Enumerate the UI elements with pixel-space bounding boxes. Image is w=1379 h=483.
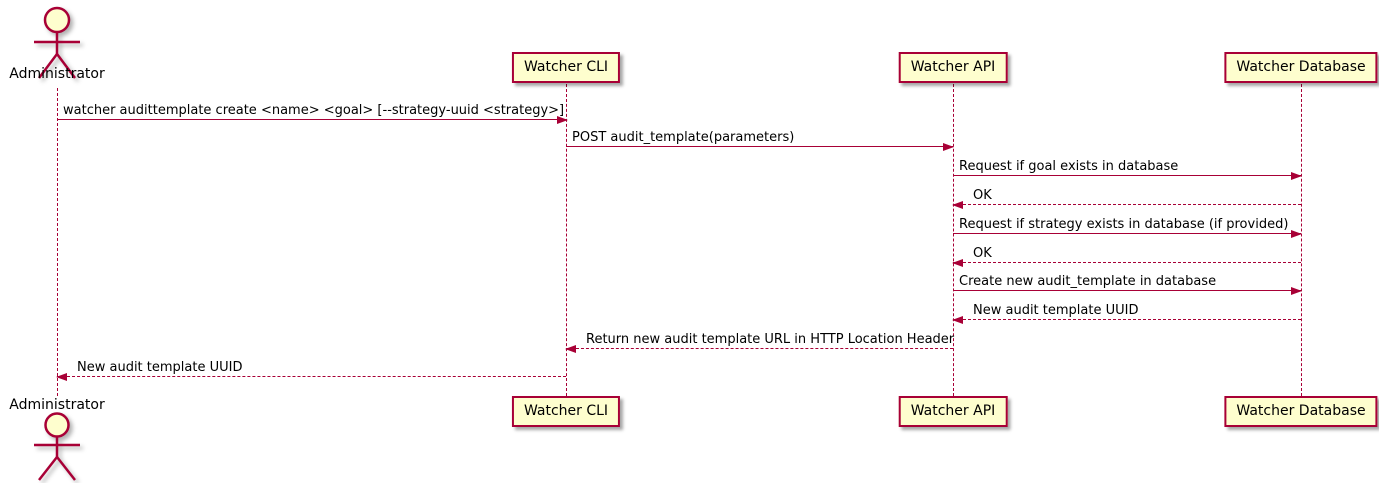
lifeline-watcher-api: [953, 84, 954, 396]
message-label: Create new audit_template in database: [959, 274, 1217, 289]
message-post-audit-template: POST audit_template(parameters): [566, 128, 954, 151]
message-line: [57, 119, 567, 120]
participant-watcher-api-bottom: Watcher API: [898, 396, 1008, 427]
message-line: [566, 348, 953, 349]
message-line: [953, 290, 1301, 291]
message-line: [953, 204, 1301, 205]
message-label: Return new audit template URL in HTTP Lo…: [586, 332, 955, 347]
participant-watcher-database-bottom: Watcher Database: [1224, 396, 1378, 427]
arrow-left-icon: [952, 201, 963, 209]
arrow-right-icon: [943, 143, 954, 151]
message-label: POST audit_template(parameters): [572, 130, 795, 145]
message-line: [953, 233, 1301, 234]
message-line: [953, 319, 1301, 320]
participant-watcher-cli-bottom: Watcher CLI: [511, 396, 621, 427]
message-label: Request if strategy exists in database (…: [959, 217, 1289, 232]
message-label: New audit template UUID: [973, 303, 1139, 318]
message-create-audit-template: Create new audit_template in database: [953, 272, 1302, 295]
arrow-left-icon: [952, 259, 963, 267]
actor-name-bottom: Administrator: [9, 397, 105, 413]
message-goal-ok: OK: [952, 186, 1301, 209]
participant-watcher-cli-top: Watcher CLI: [511, 52, 621, 83]
actor-icon: [34, 412, 80, 481]
message-label: OK: [973, 188, 992, 203]
arrow-right-icon: [1291, 287, 1302, 295]
actor-icon: [34, 6, 80, 79]
message-line: [953, 262, 1301, 263]
message-line: [57, 376, 566, 377]
message-cli-create-command: watcher audittemplate create <name> <goa…: [57, 101, 568, 124]
message-label: New audit template UUID: [77, 360, 243, 375]
message-label: Request if goal exists in database: [959, 159, 1179, 174]
lifeline-watcher-cli: [566, 84, 567, 396]
lifeline-watcher-database: [1301, 84, 1302, 396]
participant-watcher-database-top: Watcher Database: [1224, 52, 1378, 83]
lifeline-administrator: [57, 88, 58, 396]
message-line: [953, 175, 1301, 176]
message-label: OK: [973, 246, 992, 261]
arrow-right-icon: [557, 116, 568, 124]
message-label: watcher audittemplate create <name> <goa…: [63, 103, 565, 118]
arrow-left-icon: [565, 345, 576, 353]
message-new-uuid-from-db: New audit template UUID: [952, 301, 1301, 324]
message-request-strategy-exists: Request if strategy exists in database (…: [953, 215, 1302, 238]
arrow-left-icon: [56, 373, 67, 381]
message-new-uuid-to-admin: New audit template UUID: [56, 358, 566, 381]
message-return-url-location-header: Return new audit template URL in HTTP Lo…: [565, 330, 955, 353]
actor-name-top: Administrator: [9, 66, 105, 82]
arrow-right-icon: [1291, 230, 1302, 238]
message-strategy-ok: OK: [952, 244, 1301, 267]
arrow-left-icon: [952, 316, 963, 324]
arrow-right-icon: [1291, 172, 1302, 180]
message-line: [566, 146, 953, 147]
participant-watcher-api-top: Watcher API: [898, 52, 1008, 83]
message-request-goal-exists: Request if goal exists in database: [953, 157, 1302, 180]
